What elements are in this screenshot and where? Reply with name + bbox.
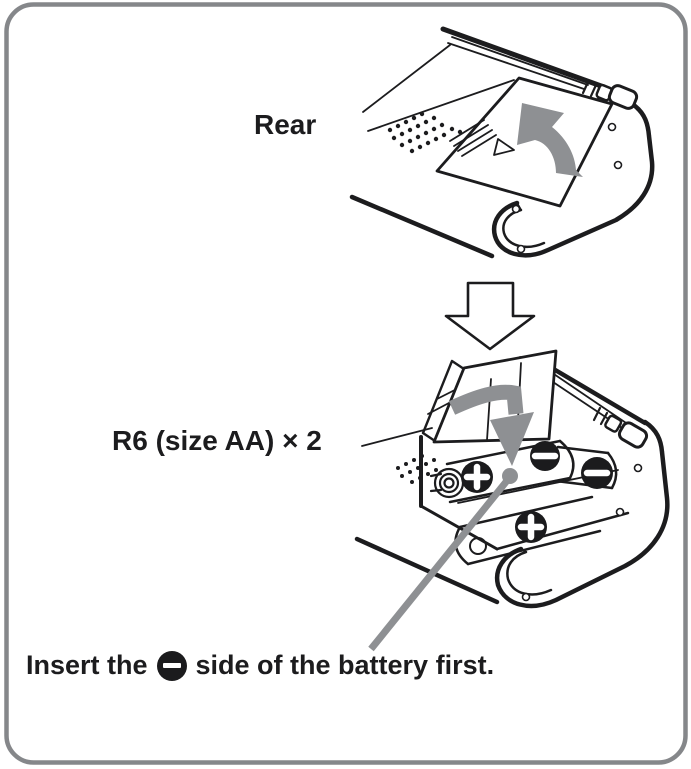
- device-bottom-inner-curve: [502, 208, 546, 249]
- caption: Insert the side of the battery first.: [26, 650, 494, 681]
- caption-prefix: Insert the: [26, 650, 148, 680]
- antenna-tip-knob-2: [617, 421, 649, 449]
- step-down-arrow-icon: [444, 281, 536, 351]
- screw-holes-2: [521, 463, 643, 602]
- screw-holes: [511, 122, 623, 254]
- antenna-rod: [447, 36, 589, 90]
- lid-grip-ridges: [449, 119, 497, 157]
- device-top-edge-2: [537, 358, 648, 426]
- device-right-bottom-outline-2: [494, 419, 670, 609]
- battery-minus-marker: [581, 457, 613, 489]
- battery-type-label: R6 (size AA) × 2: [112, 425, 322, 456]
- battery-upper-end: [558, 439, 575, 480]
- battery-terminal-rings: [429, 467, 465, 499]
- caption-suffix: side of the battery first.: [195, 650, 495, 680]
- left-edge-line: [361, 427, 433, 447]
- antenna-tip-knob: [607, 84, 639, 110]
- antenna-segment-2: [604, 414, 623, 433]
- battery-lower-end-cap: [469, 537, 487, 555]
- speaker-perforation-dots-2: [396, 454, 438, 484]
- device-right-bottom-outline: [491, 103, 655, 258]
- frame-border: [4, 2, 688, 765]
- device-lower-edge-2: [354, 536, 500, 605]
- top-face-edge: [362, 44, 451, 113]
- compartment-bottom-edge: [495, 511, 630, 551]
- insert-direction-arrow-icon: [448, 384, 534, 466]
- lid-triangle-mark: [493, 138, 515, 156]
- callout-line: [368, 474, 513, 652]
- battery-compartment-illustration: [354, 349, 670, 652]
- speaker-perforation-dots: [387, 111, 463, 154]
- battery-second-end: [606, 451, 618, 490]
- battery-plus-marker: [515, 511, 547, 543]
- top-face-seam: [367, 79, 515, 132]
- battery-minus-marker: [530, 441, 560, 471]
- device-lower-edge: [349, 194, 495, 259]
- polarity-markers: [461, 441, 613, 543]
- battery-plus-marker: [461, 461, 493, 493]
- rear-label: Rear: [254, 109, 317, 140]
- lid-thickness-edge: [421, 359, 466, 443]
- device-bottom-inner-curve-2: [506, 550, 553, 596]
- device-top-edge: [440, 26, 607, 90]
- device-rear-illustration: [349, 26, 655, 259]
- open-lid-curved-arrow-icon: [517, 103, 583, 177]
- minus-circle-icon: [156, 650, 187, 681]
